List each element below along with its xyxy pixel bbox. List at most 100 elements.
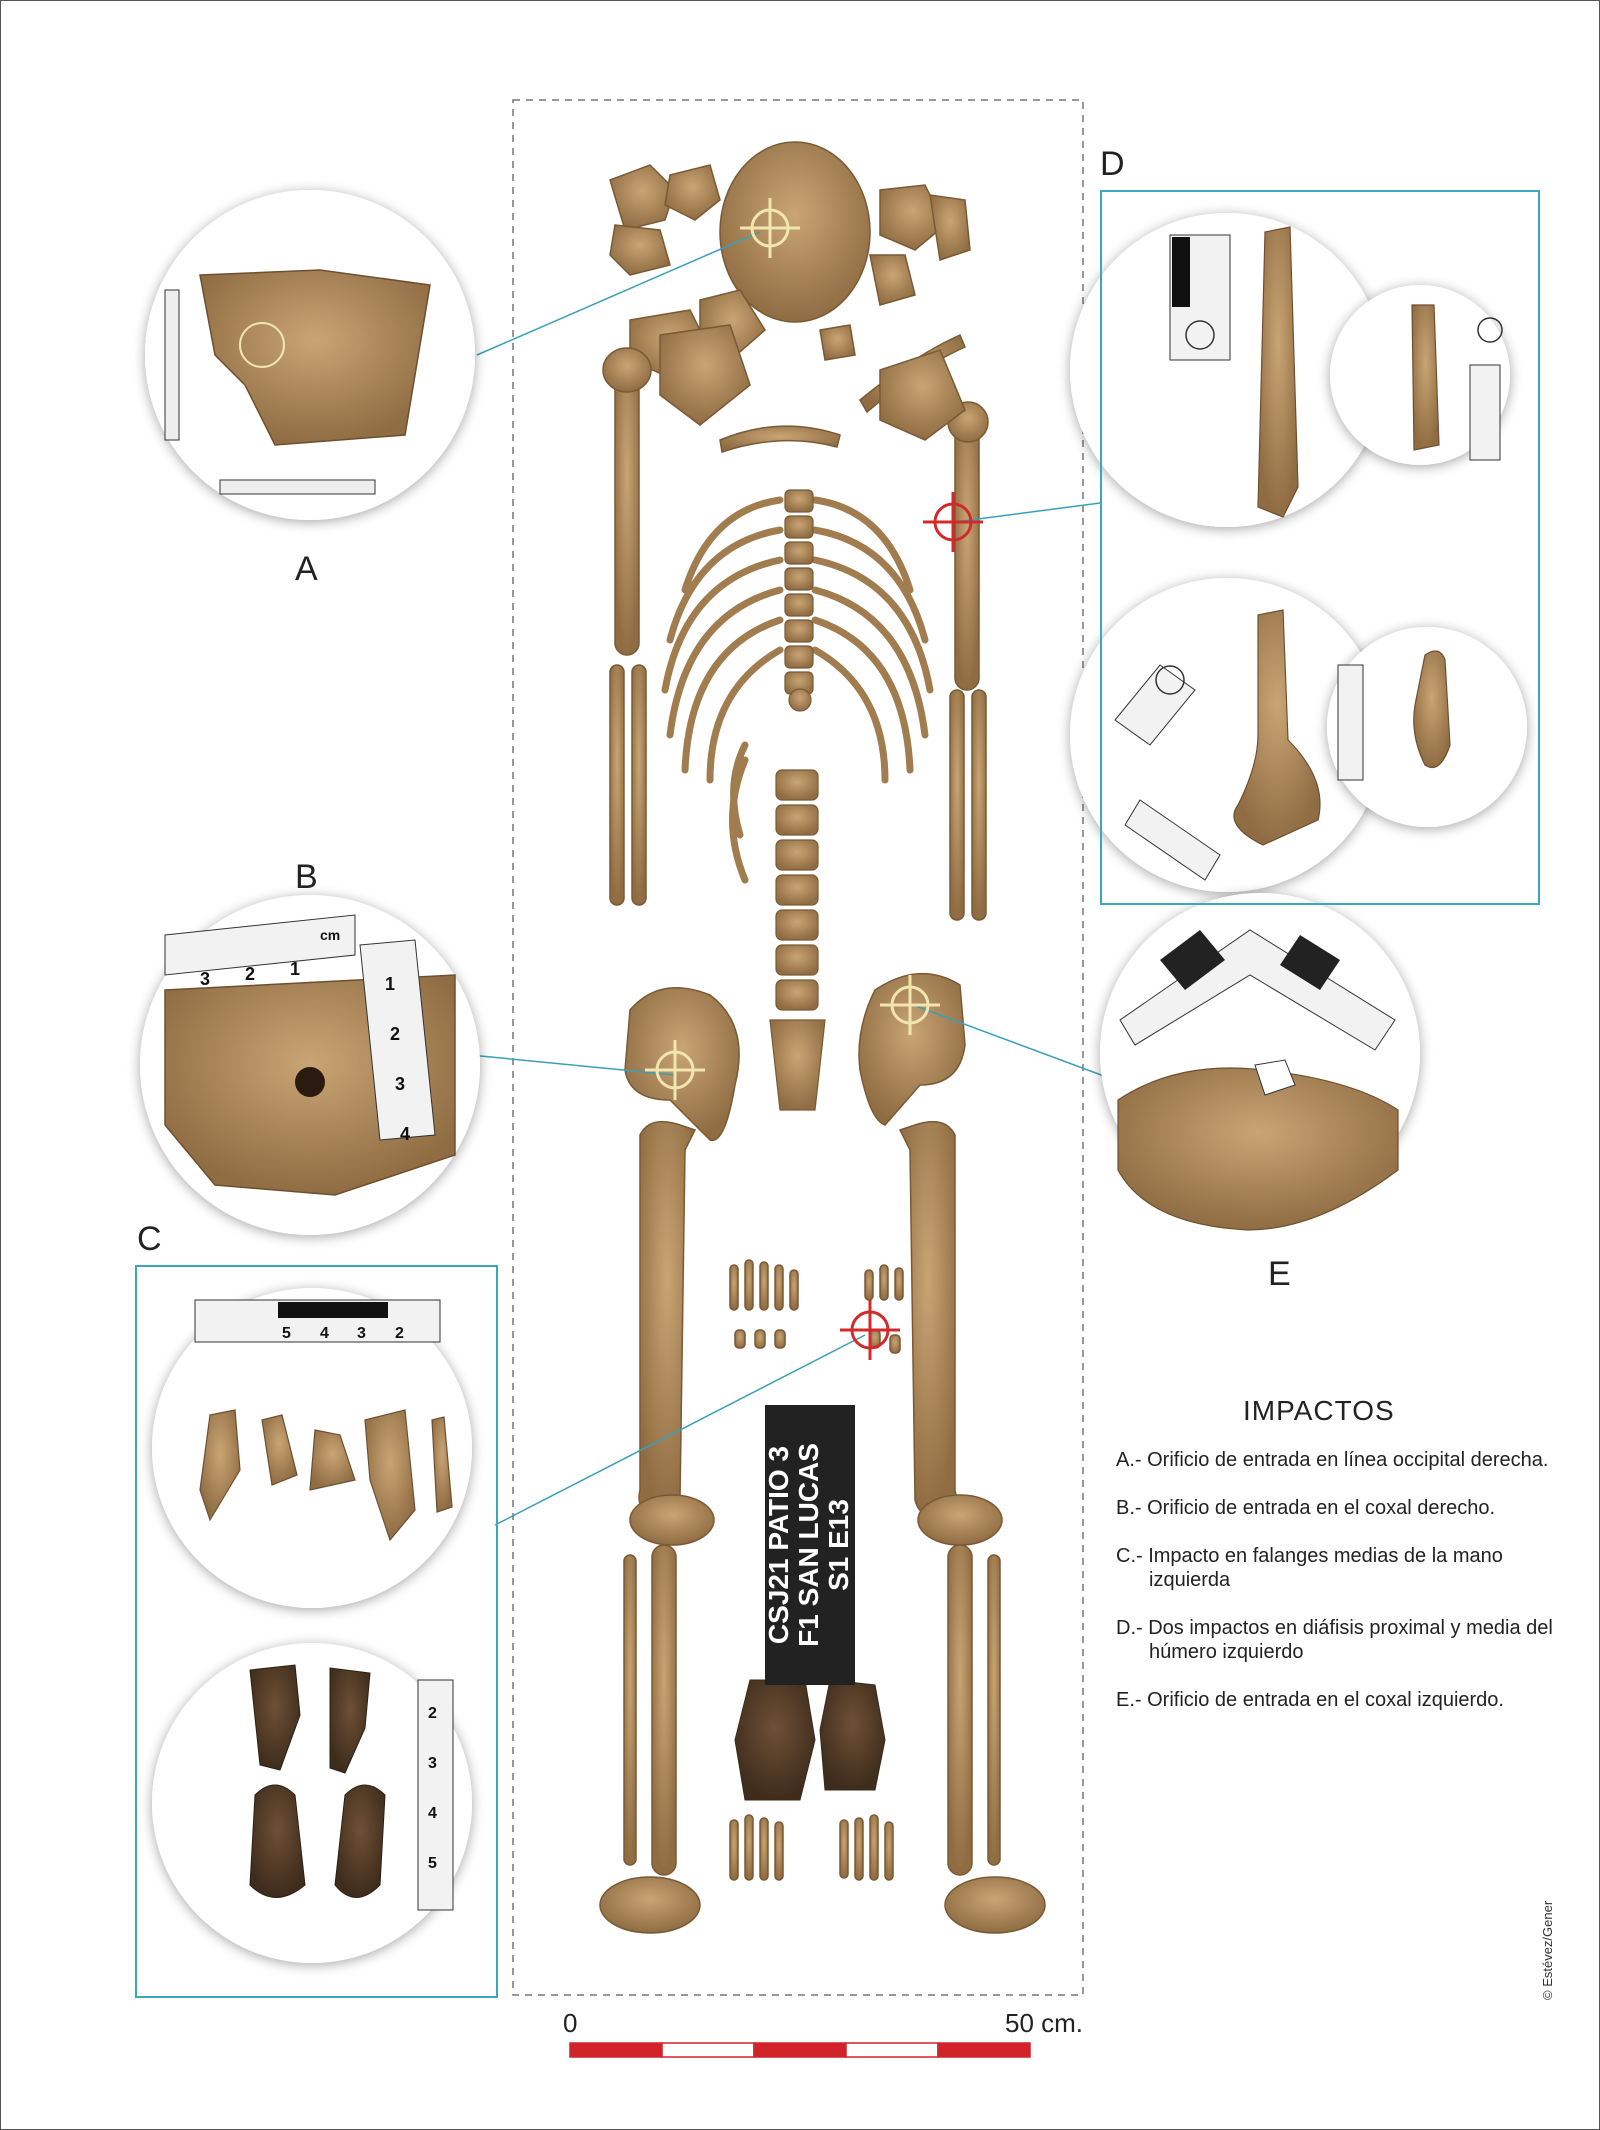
ruler-b-side-2: 2 (390, 1024, 400, 1044)
connector-d (954, 502, 1101, 523)
coxal-right (624, 987, 740, 1142)
forearm-left-b (971, 689, 987, 921)
fibula-right (623, 1554, 637, 1866)
scale-bar-segment (937, 2042, 1031, 2058)
ribcage (661, 496, 934, 884)
skull-fragment (929, 194, 971, 261)
detail-c2: 2 3 4 5 (152, 1643, 472, 1963)
hand-bones (729, 1259, 904, 1354)
ruler-c-top-2: 2 (395, 1325, 404, 1342)
foot-bones (729, 1814, 894, 1881)
panel-label-a: A (295, 550, 318, 588)
connector-lines (469, 231, 1121, 1526)
skull-fragment (879, 184, 946, 251)
legend-item-e: E.- Orificio de entrada en el coxal izqu… (1116, 1689, 1504, 1711)
scale-bar-segment (661, 2042, 755, 2058)
scale-end-label: 50 cm. (1005, 2008, 1084, 2038)
ruler-b-top-3: 3 (200, 969, 210, 989)
knee-left (917, 1494, 1003, 1546)
target-b (645, 1040, 705, 1100)
connector-c (494, 1334, 866, 1526)
scale-bar (569, 2042, 1031, 2058)
lower-skeleton (599, 973, 1046, 1934)
target-e (880, 975, 940, 1035)
specimen-tag-line3: S1 E13 (823, 1499, 854, 1591)
scapula-right (659, 324, 751, 426)
femur-left (898, 1120, 957, 1517)
panel-d-box (1100, 190, 1540, 905)
legend-item-b: B.- Orificio de entrada en el coxal dere… (1116, 1497, 1496, 1519)
scale-start-label: 0 (563, 2008, 578, 2038)
foot-right (599, 1876, 701, 1934)
legend-item-c: C.- Impacto en falanges medias de la man… (1116, 1545, 1503, 1591)
skull-fragment (609, 224, 671, 276)
target-c (840, 1300, 900, 1360)
skull-fragment (664, 164, 721, 221)
detail-d4 (1327, 627, 1527, 827)
skeleton-frame (512, 99, 1084, 1996)
ruler-c-top-4: 4 (320, 1325, 329, 1342)
detail-d3 (1070, 578, 1384, 892)
ruler-c-top-5: 5 (282, 1325, 291, 1342)
tibia-left (947, 1544, 973, 1876)
target-d (923, 492, 983, 552)
fibula-left (987, 1554, 1001, 1866)
detail-c1: 5 4 3 2 (152, 1288, 472, 1608)
femur-right (638, 1120, 697, 1517)
skull-fragment (819, 324, 856, 361)
ruler-b-top-cm: cm (320, 927, 340, 943)
specimen-tag-line1: CSJ21 PATIO 3 (763, 1446, 794, 1644)
panel-label-b: B (295, 858, 318, 896)
spine (769, 489, 826, 1111)
humerus-left (954, 419, 980, 691)
detail-b: 3 2 1 cm 1 2 3 4 (140, 895, 480, 1235)
scale-bar-segment (845, 2042, 939, 2058)
legend-item-a: A.- Orificio de entrada en línea occipit… (1116, 1449, 1549, 1471)
clavicle-right (719, 425, 841, 453)
tibia-right (651, 1544, 677, 1876)
ruler-b-side-1: 1 (385, 974, 395, 994)
detail-a (145, 190, 475, 520)
ruler-c-side-5: 5 (428, 1855, 437, 1872)
target-marks (645, 198, 983, 1360)
ruler-c-top-3: 3 (357, 1325, 366, 1342)
ruler-b-top-1: 1 (290, 959, 300, 979)
legend-title: IMPACTOS (1243, 1395, 1395, 1426)
scale-bar-segment (569, 2042, 663, 2058)
tarsal-blocks (734, 1679, 886, 1801)
skeleton (602, 141, 989, 921)
forearm-right-b (631, 664, 647, 906)
specimen-tag-line2: F1 SAN LUCAS (793, 1443, 824, 1647)
skull-fragment (869, 254, 916, 306)
scale-bar-segment (753, 2042, 847, 2058)
legend: A.- Orificio de entrada en línea occipit… (1116, 1448, 1566, 1736)
humerus-right-head (602, 347, 652, 393)
panel-label-d: D (1100, 145, 1125, 183)
foot-left (944, 1876, 1046, 1934)
connector-e (912, 1004, 1121, 1083)
photo-credit: © Estévez/Gener (1540, 1900, 1555, 2000)
ruler-c-side-4: 4 (428, 1805, 437, 1822)
ruler-b-side-4: 4 (400, 1124, 410, 1144)
forearm-left-a (949, 689, 965, 921)
connector-b (469, 1054, 676, 1076)
ruler-c-side-2: 2 (428, 1705, 437, 1722)
connector-a (476, 231, 761, 356)
specimen-tag: CSJ21 PATIO 3 F1 SAN LUCAS S1 E13 (763, 1405, 855, 1685)
detail-e (1100, 893, 1420, 1231)
knee-right (629, 1494, 715, 1546)
skull-fragment (609, 164, 676, 231)
cranium (719, 141, 871, 323)
detail-d1 (1070, 213, 1384, 527)
ruler-b-side-3: 3 (395, 1074, 405, 1094)
panel-label-e: E (1268, 1255, 1291, 1293)
detail-d2 (1330, 285, 1510, 465)
panel-label-c: C (137, 1220, 162, 1258)
target-a (740, 198, 800, 258)
panel-c-box (135, 1265, 498, 1998)
legend-item-d: D.- Dos impactos en diáfisis proximal y … (1116, 1617, 1553, 1663)
ruler-b-top-2: 2 (245, 964, 255, 984)
coxal-left (858, 973, 966, 1126)
